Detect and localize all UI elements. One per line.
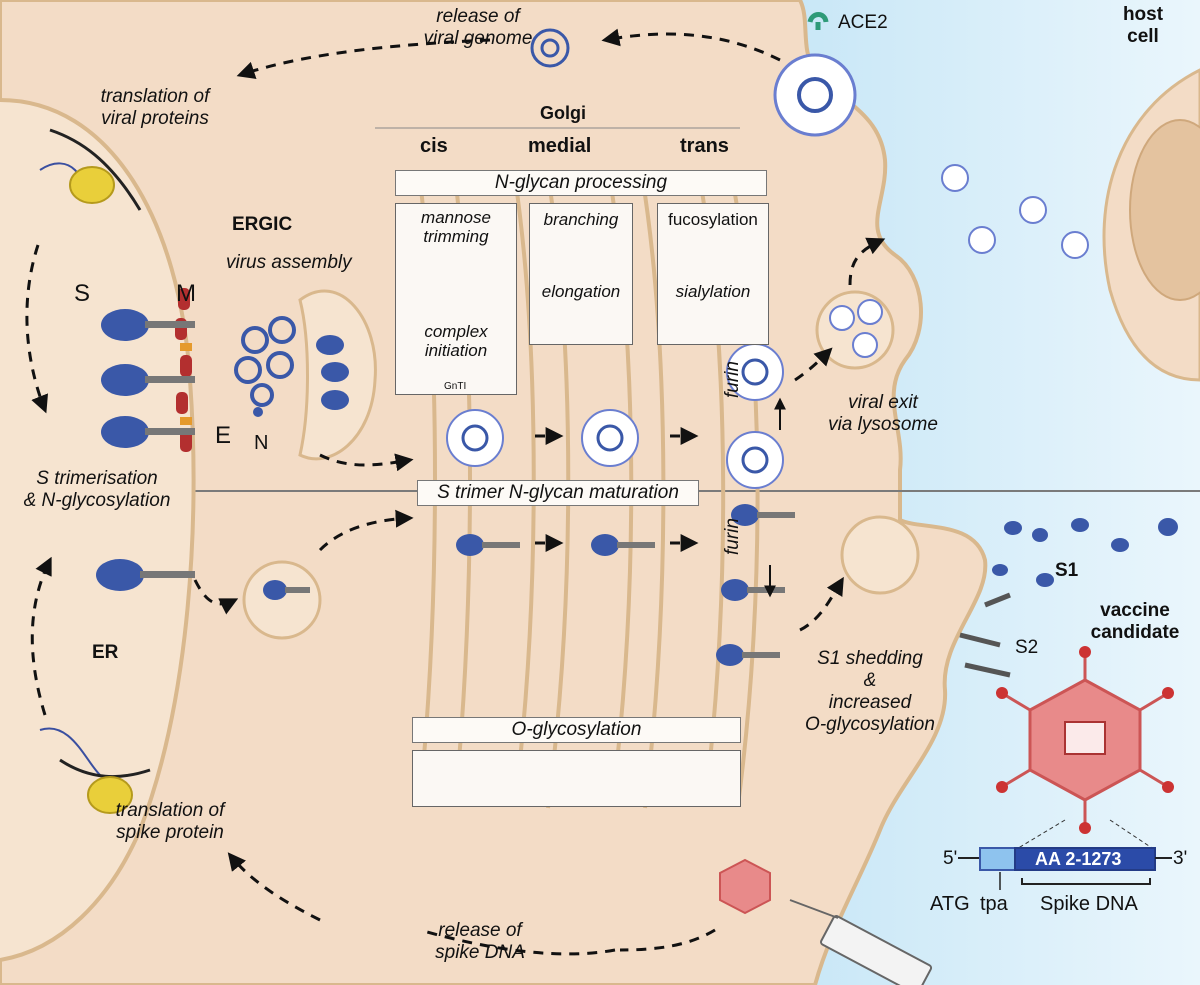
golgi-label: Golgi: [540, 103, 586, 123]
atg-label: ATG: [930, 893, 970, 915]
ribosome-top: [39, 128, 142, 211]
tpa-label: tpa: [980, 893, 1008, 915]
viral-genome: [530, 28, 570, 68]
released-virions: [829, 164, 1089, 358]
syringe: [789, 899, 933, 985]
adenovirus-small: [719, 858, 771, 915]
fucosylation-label: fucosylation: [668, 210, 758, 229]
o-glycosylation-title: O-glycosylation: [412, 717, 741, 743]
neighbor-nucleus: [1129, 119, 1200, 301]
vector-dotted-left: [1014, 819, 1066, 851]
virion-trans-bottom: [726, 431, 784, 489]
n-glycan-processing-title: N-glycan processing: [395, 170, 767, 196]
adenovirus-vector: [996, 646, 1174, 834]
ergic-label: ERGIC: [232, 214, 293, 235]
s-trimerisation-label: S trimerisation& N-glycosylation: [23, 468, 171, 511]
aa-range-label: AA 2-1273: [1035, 849, 1122, 869]
sialylation-label: sialylation: [675, 282, 751, 301]
e-protein-label: E: [215, 422, 232, 449]
virus-assembly-label: virus assembly: [226, 252, 352, 273]
spike-trimers-ergic: [316, 335, 349, 410]
vector-dotted-right: [1109, 819, 1156, 851]
ace2-receptor: [807, 12, 829, 30]
spike-dna-construct: [958, 847, 1172, 890]
branching-label: branching: [543, 210, 619, 229]
fucosylation-panel: fucosylation sialylation: [657, 203, 769, 345]
virion-entering: [773, 53, 857, 137]
n-protein: [253, 407, 263, 417]
s2-label: S2: [1015, 637, 1039, 658]
o-glycosylation-panel: [412, 750, 741, 807]
branching-panel: branching elongation: [529, 203, 633, 345]
n-protein-label: N: [254, 432, 269, 454]
three-prime-label: 3': [1173, 848, 1188, 869]
shedding-vesicle: [840, 515, 920, 595]
ace2-label: ACE2: [838, 12, 888, 33]
virion-cis: [446, 409, 504, 467]
lysosome-vesicle: [815, 290, 895, 370]
er-label: ER: [92, 642, 119, 663]
golgi-medial-label: medial: [528, 135, 592, 157]
spike-trimers-golgi: [263, 504, 795, 666]
furin-bottom-label: furin: [722, 518, 743, 555]
virion-medial: [581, 409, 639, 467]
s1-label: S1: [1055, 560, 1079, 581]
s1-subunits: [992, 518, 1178, 587]
elongation-label: elongation: [541, 282, 621, 301]
golgi-cis-label: cis: [420, 135, 448, 157]
furin-top-label: furin: [722, 361, 743, 398]
five-prime-label: 5': [943, 848, 958, 869]
ribosome-bottom: [39, 727, 151, 814]
spike-trimers-er: [96, 309, 195, 591]
spike-dna-label: Spike DNA: [1040, 893, 1138, 915]
pathway-arrows: [25, 28, 886, 956]
e-proteins: [180, 343, 192, 425]
s-trimer-maturation-title: S trimer N-glycan maturation: [417, 480, 699, 506]
nucleocapsid: [234, 316, 296, 407]
transport-vesicle: [242, 560, 322, 640]
m-protein-label: M: [176, 280, 196, 307]
s2-stalks: [959, 592, 1011, 678]
golgi-trans-label: trans: [680, 135, 729, 157]
gnti-label: GnTI: [444, 381, 467, 392]
er-membrane: [0, 98, 196, 962]
s-protein-label: S: [74, 280, 91, 307]
